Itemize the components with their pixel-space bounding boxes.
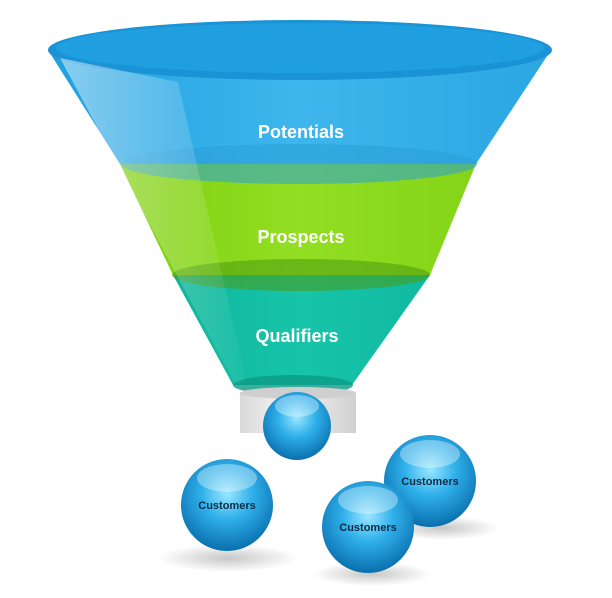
stage-label-qualifiers: Qualifiers (255, 326, 338, 346)
ball-label: Customers (339, 522, 396, 534)
stage-label-potentials: Potentials (258, 122, 344, 142)
stage-label-prospects: Prospects (257, 227, 344, 247)
ball-label: Customers (401, 476, 458, 488)
ball-shadow (312, 562, 432, 586)
funnel-highlight (60, 58, 246, 385)
ball-customers: Customers (322, 481, 414, 573)
ball-customers: Customers (181, 459, 273, 551)
funnel-rim-ellipse (121, 144, 477, 184)
ball-label: Customers (198, 500, 255, 512)
ball-shadow (158, 544, 298, 572)
funnel-rim-ellipse (172, 259, 430, 291)
funnel-top-inner (56, 23, 544, 73)
ball-emerging (263, 392, 331, 460)
